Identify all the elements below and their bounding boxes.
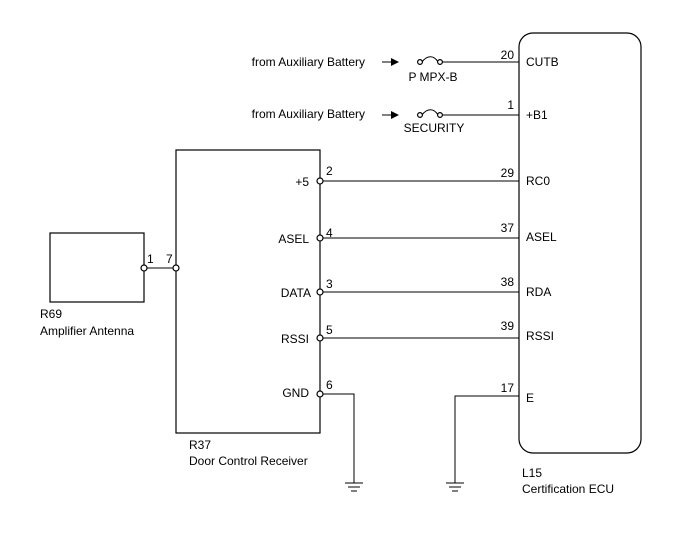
amplifier-antenna-box — [49, 232, 145, 303]
fuse-security-label: SECURITY — [404, 121, 465, 135]
ecu-pin-label-b1: +B1 — [526, 108, 548, 122]
receiver-pin-num-5: 5 — [326, 323, 333, 337]
ecu-pin-num-37: 37 — [501, 221, 515, 235]
receiver-terminal-6 — [316, 390, 324, 398]
b1-source-label: from Auxiliary Battery — [252, 107, 365, 121]
receiver-pin-num-7: 7 — [166, 252, 173, 266]
receiver-terminal-2 — [316, 177, 324, 185]
receiver-pin-num-6: 6 — [326, 378, 333, 392]
receiver-pin-label-asel: ASEL — [278, 232, 309, 246]
receiver-pin-label-gnd: GND — [282, 386, 309, 400]
receiver-pin-num-3: 3 — [326, 277, 333, 291]
antenna-code: R69 — [40, 307, 62, 321]
antenna-terminal-1 — [140, 264, 148, 272]
receiver-pin-num-2: 2 — [326, 164, 333, 178]
ecu-pin-label-rc0: RC0 — [526, 174, 550, 188]
ecu-pin-label-e: E — [526, 391, 534, 405]
ecu-pin-num-29: 29 — [501, 166, 515, 180]
ecu-pin-num-17: 17 — [501, 381, 515, 395]
ecu-code: L15 — [522, 466, 542, 480]
ecu-pin-num-1: 1 — [507, 98, 514, 112]
cutb-source-label: from Auxiliary Battery — [252, 55, 365, 69]
certification-ecu-box — [518, 32, 642, 454]
receiver-pin-num-4: 4 — [326, 226, 333, 240]
ecu-pin-label-cutb: CUTB — [526, 55, 559, 69]
fuse-security — [417, 109, 444, 118]
receiver-pin-label-rssi: RSSI — [281, 332, 309, 346]
receiver-pin-label-data: DATA — [281, 286, 311, 300]
receiver-terminal-4 — [316, 234, 324, 242]
ground-symbol-receiver — [345, 482, 363, 492]
receiver-terminal-5 — [316, 334, 324, 342]
ecu-pin-label-rssi: RSSI — [526, 329, 554, 343]
fuse-pmpx-b — [417, 56, 444, 65]
ecu-pin-num-38: 38 — [501, 275, 515, 289]
ground-symbol-ecu — [446, 482, 464, 492]
ecu-pin-label-rda: RDA — [526, 285, 551, 299]
ecu-name: Certification ECU — [522, 482, 614, 496]
receiver-terminal-3 — [316, 288, 324, 296]
receiver-terminal-7 — [172, 264, 180, 272]
ecu-pin-num-20: 20 — [501, 48, 515, 62]
receiver-pin-label-5v: +5 — [295, 175, 309, 189]
receiver-name: Door Control Receiver — [189, 454, 308, 468]
receiver-code: R37 — [189, 438, 211, 452]
antenna-pin-num: 1 — [147, 252, 154, 266]
fuse-pmpx-b-label: P MPX-B — [408, 70, 457, 84]
wire-receiver-gnd — [322, 393, 355, 483]
ecu-pin-num-39: 39 — [501, 319, 515, 333]
antenna-name: Amplifier Antenna — [40, 324, 134, 338]
ecu-pin-label-asel: ASEL — [526, 230, 557, 244]
wire-ecu-gnd — [454, 395, 519, 483]
